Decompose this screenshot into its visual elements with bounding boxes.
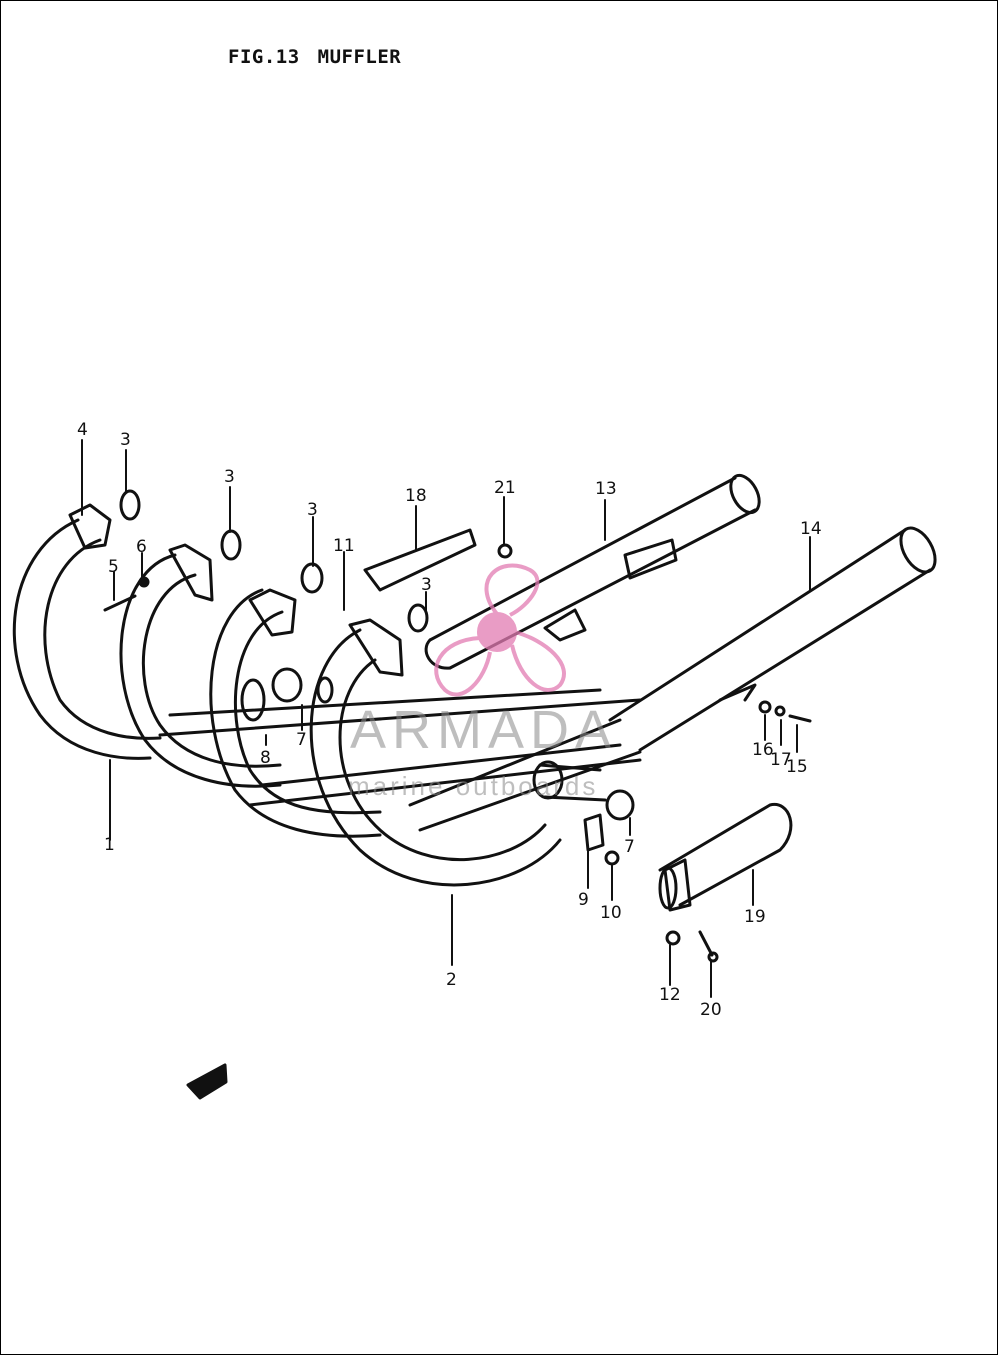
exhaust-pipe-2 [309,628,562,887]
callout-labels: 4 3 3 3 5 6 18 21 13 14 11 3 8 7 16 17 1… [77,420,822,1020]
figure-number: FIG.13 [228,46,300,68]
heat-cover-19 [658,803,793,910]
callout-21: 21 [494,478,516,498]
figure-name: MUFFLER [317,46,402,68]
callout-4: 4 [77,420,88,440]
exhaust-pipe-inner-a [119,553,642,788]
callout-12: 12 [659,985,681,1005]
callout-11: 11 [333,536,355,556]
callout-17: 17 [770,750,792,770]
callout-15: 15 [786,757,808,777]
connector-tube [532,760,635,821]
callout-7: 7 [296,730,307,750]
callout-8: 8 [260,748,271,768]
forward-arrow-icon [186,1063,228,1100]
callout-5: 5 [108,557,119,577]
bolts-nuts [103,543,812,963]
callout-3: 3 [120,430,131,450]
watermark-brand: ARMADA [350,700,617,760]
watermark-tagline: marine outboards [348,771,598,801]
callout-18: 18 [405,486,427,506]
propeller-logo-icon [434,563,566,697]
callout-3: 3 [224,467,235,487]
exhaust-pipe-1 [12,518,162,760]
callout-3: 3 [421,575,432,595]
figure-title: FIG.13 MUFFLER [228,46,401,68]
callout-3: 3 [307,500,318,520]
callout-10: 10 [600,903,622,923]
callout-14: 14 [800,519,822,539]
muffler-14 [408,526,937,832]
callout-13: 13 [595,479,617,499]
callout-2: 2 [446,970,457,990]
leader-lines [81,439,811,998]
callout-20: 20 [700,1000,722,1020]
callout-9: 9 [578,890,589,910]
gaskets [119,489,429,722]
callout-6: 6 [136,537,147,557]
callout-19: 19 [744,907,766,927]
callout-1: 1 [104,835,115,855]
clamps [68,503,692,912]
callout-7: 7 [624,837,635,857]
callout-16: 16 [752,740,774,760]
